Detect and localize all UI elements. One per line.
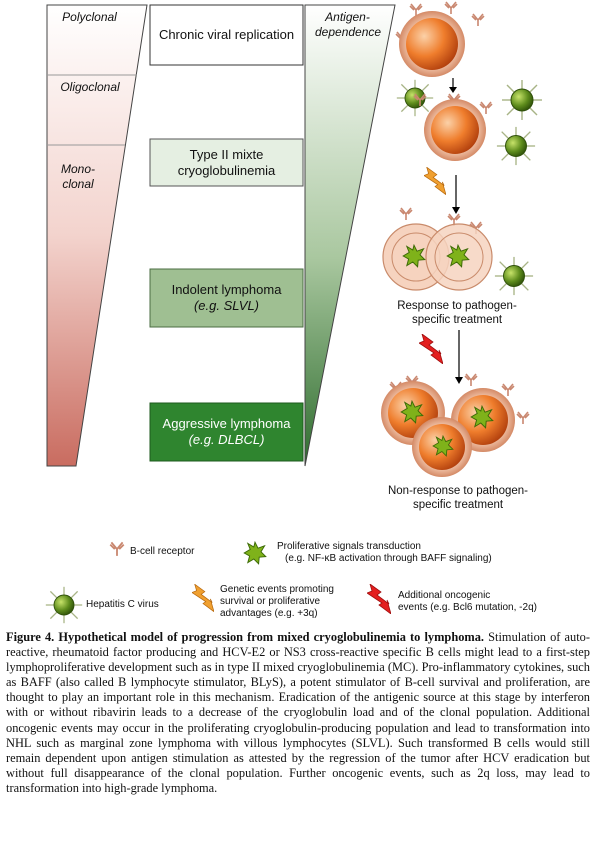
legend-hcv-label: Hepatitis C virus [86, 599, 159, 610]
box-line: cryoglobulinemia [177, 162, 276, 178]
box-line: (e.g. SLVL) [193, 298, 260, 313]
monoclonal-label: Mono- clonal [60, 162, 95, 191]
antigen-dependence-label: Antigen- dependence [315, 10, 382, 39]
hcv-virus [494, 256, 534, 296]
box-line: Chronic viral replication [158, 27, 295, 42]
polyclonal-label: Polyclonal [62, 10, 117, 24]
legend-line: Proliferative signals transduction [277, 541, 421, 552]
caption-body: Stimulation of auto-reactive, rheumatoid… [6, 630, 590, 795]
antigen-dependence-triangle [304, 4, 396, 467]
legend-oncogenic-label: Additional oncogenic events (e.g. Bcl6 m… [398, 590, 537, 613]
caption-title: Figure 4. Hypothetical model of progress… [6, 630, 485, 644]
legend-virus-icon [45, 586, 83, 624]
box-aggressive-label: Aggressive lymphoma (e.g. DLBCL) [150, 403, 303, 461]
box-indolent [149, 268, 304, 328]
legend-receptor-icon [109, 541, 125, 556]
legend-oncogenic-bolt-icon [367, 584, 391, 614]
figure: Polyclonal Oligoclonal Mono- clonal Chro… [45, 1, 577, 624]
b-cell-2 [413, 93, 493, 161]
box-line: Indolent lymphoma [171, 282, 282, 297]
legend-genetic-label: Genetic events promoting survival or pro… [220, 584, 334, 619]
non-response-label: Non-response to pathogen- specific treat… [387, 485, 528, 511]
box-line: Type II mixte [189, 146, 264, 162]
oligoclonal-label: Oligoclonal [60, 80, 120, 94]
box-chronic-label: Chronic viral replication [150, 5, 303, 65]
b-cell-pair [382, 207, 493, 291]
oncogenic-event-bolt-icon [419, 334, 443, 364]
legend-proliferative-label: Proliferative signals transduction (e.g.… [277, 541, 577, 565]
figure-caption: Figure 4. Hypothetical model of progress… [6, 630, 590, 796]
box-type-ii [149, 138, 304, 187]
legend-receptor-label: B-cell receptor [130, 546, 195, 557]
box-type-ii-label: Type II mixte cryoglobulinemia [150, 139, 303, 186]
response-label: Response to pathogen- specific treatment [397, 300, 517, 326]
box-aggressive [149, 402, 304, 462]
box-indolent-label: Indolent lymphoma (e.g. SLVL) [150, 269, 303, 327]
legend-line: (e.g. NF-κB activation through BAFF sign… [285, 553, 492, 564]
b-cell-cluster [381, 373, 530, 477]
box-chronic-viral [149, 4, 304, 66]
legend-proliferative-icon [243, 541, 267, 565]
figure-graphics [45, 1, 543, 624]
box-line: Aggressive lymphoma [162, 416, 291, 431]
hcv-virus [496, 126, 536, 166]
legend-genetic-bolt-icon [192, 584, 214, 612]
box-line: (e.g. DLBCL) [188, 432, 265, 447]
genetic-event-bolt-icon [424, 167, 446, 195]
b-cell-1 [395, 1, 485, 77]
hcv-virus [501, 79, 543, 121]
clonality-triangle [46, 4, 148, 467]
